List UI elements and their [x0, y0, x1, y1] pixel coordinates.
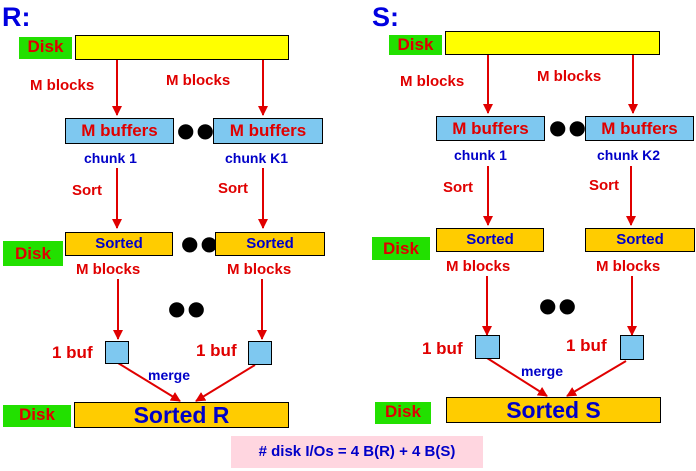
chunk-label-r-first: chunk 1: [84, 150, 137, 166]
m-blocks-label-r-1: M blocks: [30, 77, 95, 94]
sorted-run-s-2: Sorted: [585, 228, 695, 252]
one-buf-label-s-1: 1 buf: [422, 339, 463, 358]
panel-title-r: R:: [2, 2, 31, 32]
disk-badge-r-input: Disk: [19, 37, 72, 59]
one-buf-box-s-2: [620, 335, 644, 360]
m-blocks-label-s-3: M blocks: [446, 258, 511, 275]
buffer-box-s-1: M buffers: [436, 116, 545, 141]
sorted-run-r-2: Sorted: [215, 232, 325, 256]
arrow-r-onebuf1-to-final: [117, 362, 181, 402]
disk-badge-s-input: Disk: [389, 35, 442, 55]
disk-badge-s-sorted: Disk: [372, 237, 430, 260]
arrow-s-onebuf1-to-final: [486, 357, 548, 397]
ellipsis-dots-r-sorted: ●●: [181, 231, 220, 255]
m-blocks-label-r-2: M blocks: [166, 72, 231, 89]
one-buf-label-r-1: 1 buf: [52, 343, 93, 362]
sorted-run-s-1: Sorted: [436, 228, 544, 252]
one-buf-label-r-2: 1 buf: [196, 341, 237, 360]
one-buf-box-r-1: [105, 341, 129, 364]
one-buf-box-s-1: [475, 335, 500, 359]
buffer-box-r-1: M buffers: [65, 118, 174, 144]
merge-label-s: merge: [521, 363, 564, 379]
ellipsis-dots-r-buffers: ●●: [177, 118, 216, 142]
buffer-box-r-2: M buffers: [213, 118, 323, 144]
m-blocks-label-r-3: M blocks: [76, 261, 141, 278]
ellipsis-dots-s-merge: ●●: [539, 293, 578, 317]
sorted-output-s: Sorted S: [446, 397, 661, 423]
disk-badge-r-output: Disk: [3, 405, 71, 427]
chunk-label-r-last: chunk K1: [225, 150, 289, 166]
buffer-box-s-2: M buffers: [585, 116, 694, 141]
disk-badge-r-sorted: Disk: [3, 241, 63, 266]
sorted-output-r: Sorted R: [74, 402, 289, 428]
chunk-label-s-last: chunk K2: [597, 147, 661, 163]
m-blocks-label-s-1: M blocks: [400, 73, 465, 90]
ellipsis-dots-r-merge: ●●: [168, 296, 207, 320]
disk-bar-r-input: [75, 35, 289, 60]
m-blocks-label-r-4: M blocks: [227, 261, 292, 278]
disk-badge-s-output: Disk: [375, 402, 431, 424]
one-buf-box-r-2: [248, 341, 272, 365]
chunk-label-s-first: chunk 1: [454, 147, 507, 163]
sort-label-s-1: Sort: [443, 179, 473, 196]
m-blocks-label-s-4: M blocks: [596, 258, 661, 275]
arrow-r-onebuf2-to-final: [195, 364, 256, 402]
merge-label-r: merge: [148, 367, 191, 383]
ellipsis-dots-s-buffers: ●●: [549, 115, 588, 139]
arrow-s-onebuf2-to-final: [566, 360, 627, 397]
sorted-run-r-1: Sorted: [65, 232, 173, 256]
sort-label-r-1: Sort: [72, 182, 102, 199]
sort-label-s-2: Sort: [589, 177, 619, 194]
one-buf-label-s-2: 1 buf: [566, 336, 607, 355]
disk-io-formula: # disk I/Os = 4 B(R) + 4 B(S): [231, 436, 483, 468]
panel-title-s: S:: [372, 2, 399, 32]
m-blocks-label-s-2: M blocks: [537, 68, 602, 85]
disk-bar-s-input: [445, 31, 660, 55]
sort-label-r-2: Sort: [218, 180, 248, 197]
